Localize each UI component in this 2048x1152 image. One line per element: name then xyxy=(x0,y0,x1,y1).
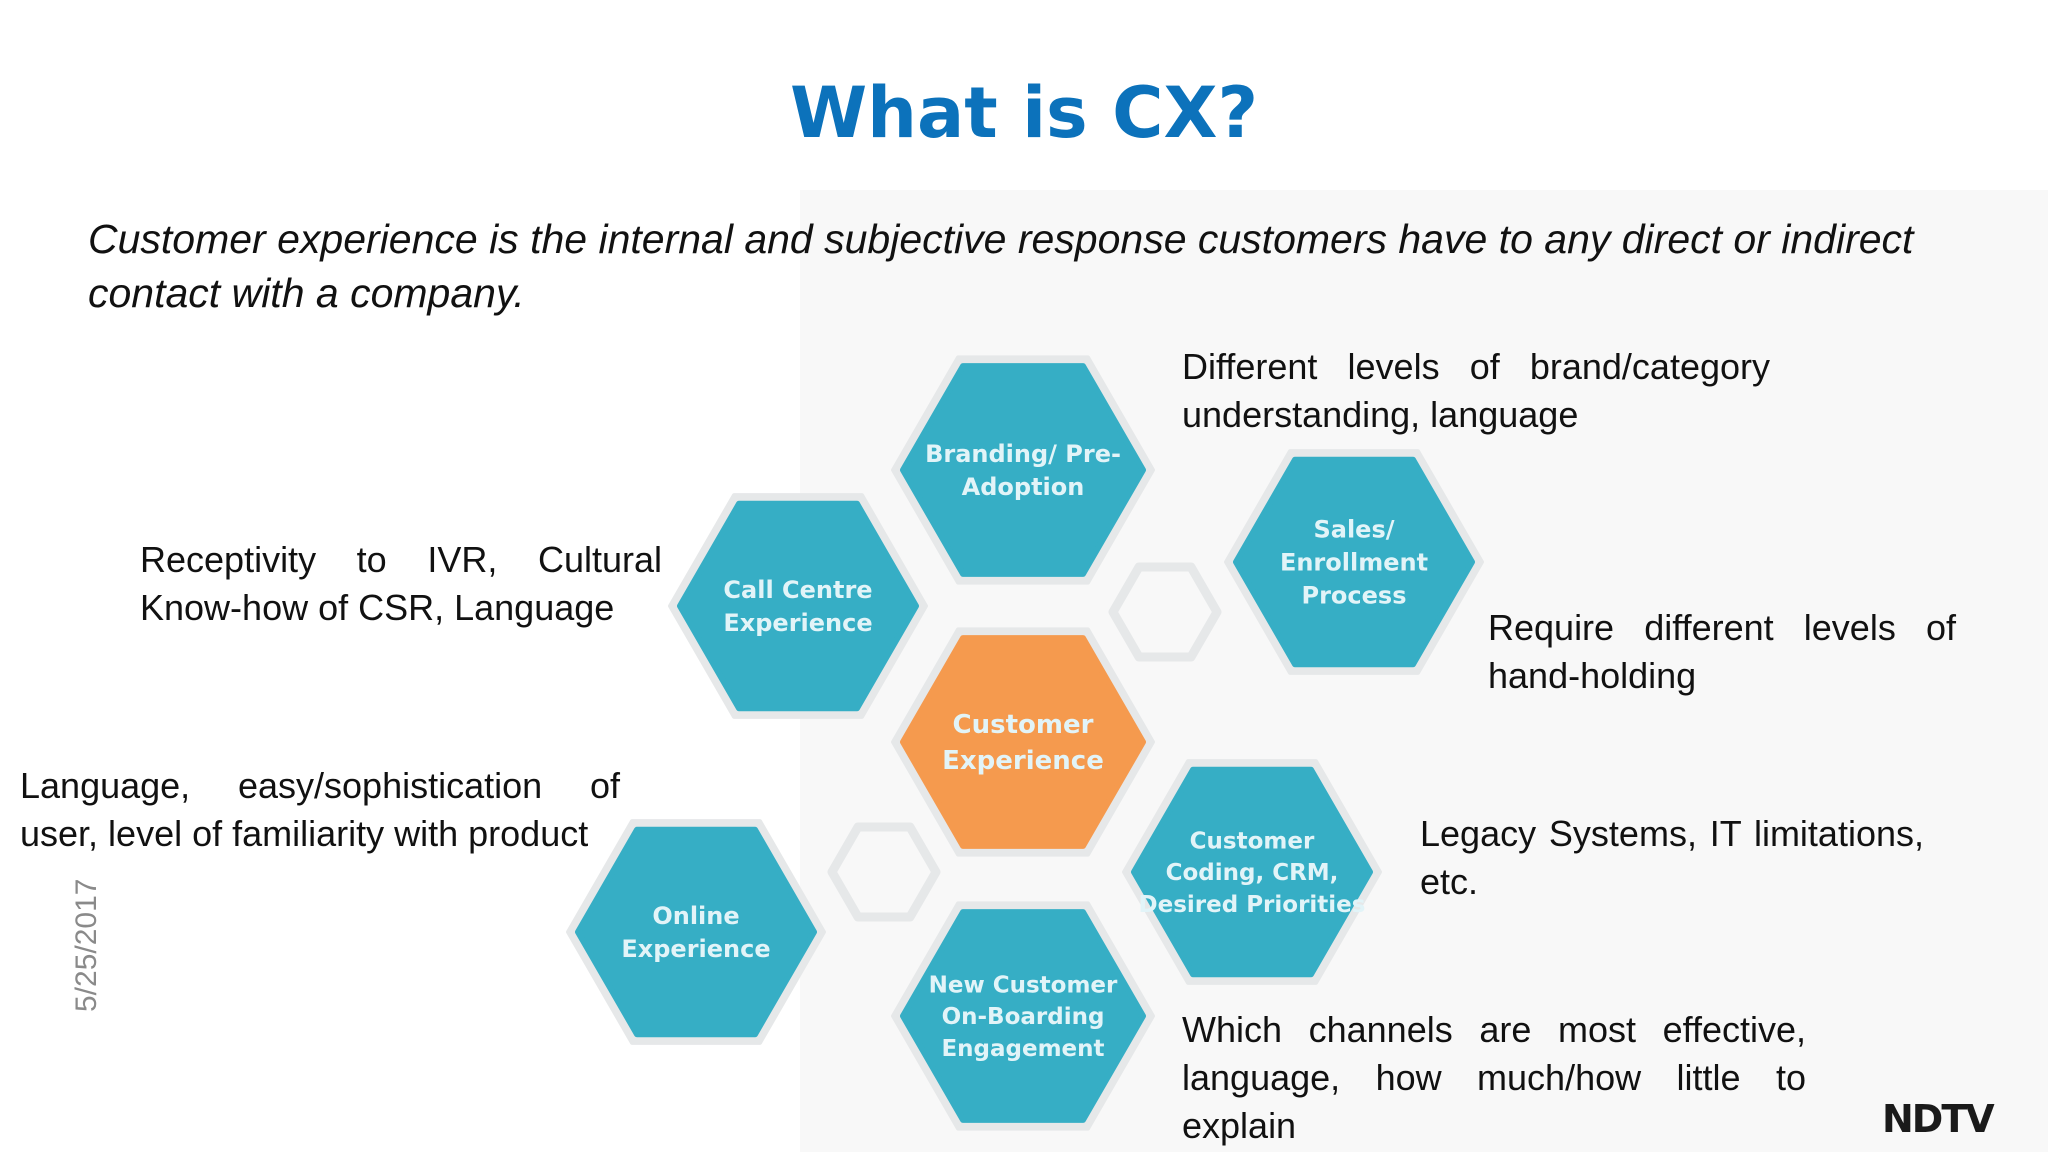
annotation-coding: Legacy Systems, IT limitations, etc. xyxy=(1420,813,1924,902)
diagram-hexagons: Branding/ Pre-AdoptionSales/EnrollmentPr… xyxy=(566,355,1484,1131)
annotation-online: Language, easy/sophistication of user, l… xyxy=(20,765,620,854)
hexagon-label-line: Desired Priorities xyxy=(1139,892,1366,918)
hexagon-fill xyxy=(677,500,919,712)
slide-title: What is CX? xyxy=(789,72,1259,154)
hexagon-label-line: Process xyxy=(1302,582,1407,610)
hexagon-label-line: Call Centre xyxy=(723,576,872,604)
hexagon-branding: Branding/ Pre- Adoption xyxy=(891,355,1155,585)
hexagon-fill xyxy=(1131,766,1373,978)
diagram-spacer-hexagons xyxy=(827,562,1222,922)
spacer-hexagon-1 xyxy=(1108,562,1222,662)
hexagon-label-line: Customer xyxy=(953,710,1094,740)
annotation-call-centre: Receptivity to IVR, Cultural Know-how of… xyxy=(140,539,662,628)
annotation-sales: Require different levels of hand-holding xyxy=(1488,607,1956,696)
spacer-hexagon-2 xyxy=(827,822,941,922)
hexagon-fill xyxy=(1233,456,1475,668)
hexagon-label-line: Branding/ Pre- xyxy=(925,440,1121,468)
hexagon-fill xyxy=(575,826,817,1038)
hexagon-label-line: Coding, CRM, xyxy=(1166,860,1339,886)
hexagon-label-line: Adoption xyxy=(962,473,1085,501)
slide-date: 5/25/2017 xyxy=(70,878,103,1012)
hexagon-label-line: Experience xyxy=(942,746,1104,776)
hexagon-label-line: Experience xyxy=(723,609,872,637)
ndtv-logo: NDTV xyxy=(1882,1097,1995,1141)
annotation-onboarding: Which channels are most effective, langu… xyxy=(1182,1009,1806,1146)
hexagon-label-line: Engagement xyxy=(941,1036,1104,1062)
hexagon-label-line: Experience xyxy=(621,935,770,963)
hexagon-fill xyxy=(900,909,1146,1123)
hexagon-fill xyxy=(900,635,1146,849)
hexagon-label-line: Online xyxy=(652,902,739,930)
annotation-branding: Different levels of brand/category under… xyxy=(1182,346,1770,435)
hexagon-label-line: On-Boarding xyxy=(942,1004,1105,1030)
cx-definition: Customer experience is the internal and … xyxy=(88,216,1914,316)
hexagon-label-line: New Customer xyxy=(929,972,1118,998)
hexagon-fill xyxy=(900,363,1146,577)
hexagon-label-line: Customer xyxy=(1190,828,1315,854)
hexagon-label-line: Enrollment xyxy=(1280,548,1428,576)
hexagon-label-line: Sales/ xyxy=(1313,515,1394,543)
